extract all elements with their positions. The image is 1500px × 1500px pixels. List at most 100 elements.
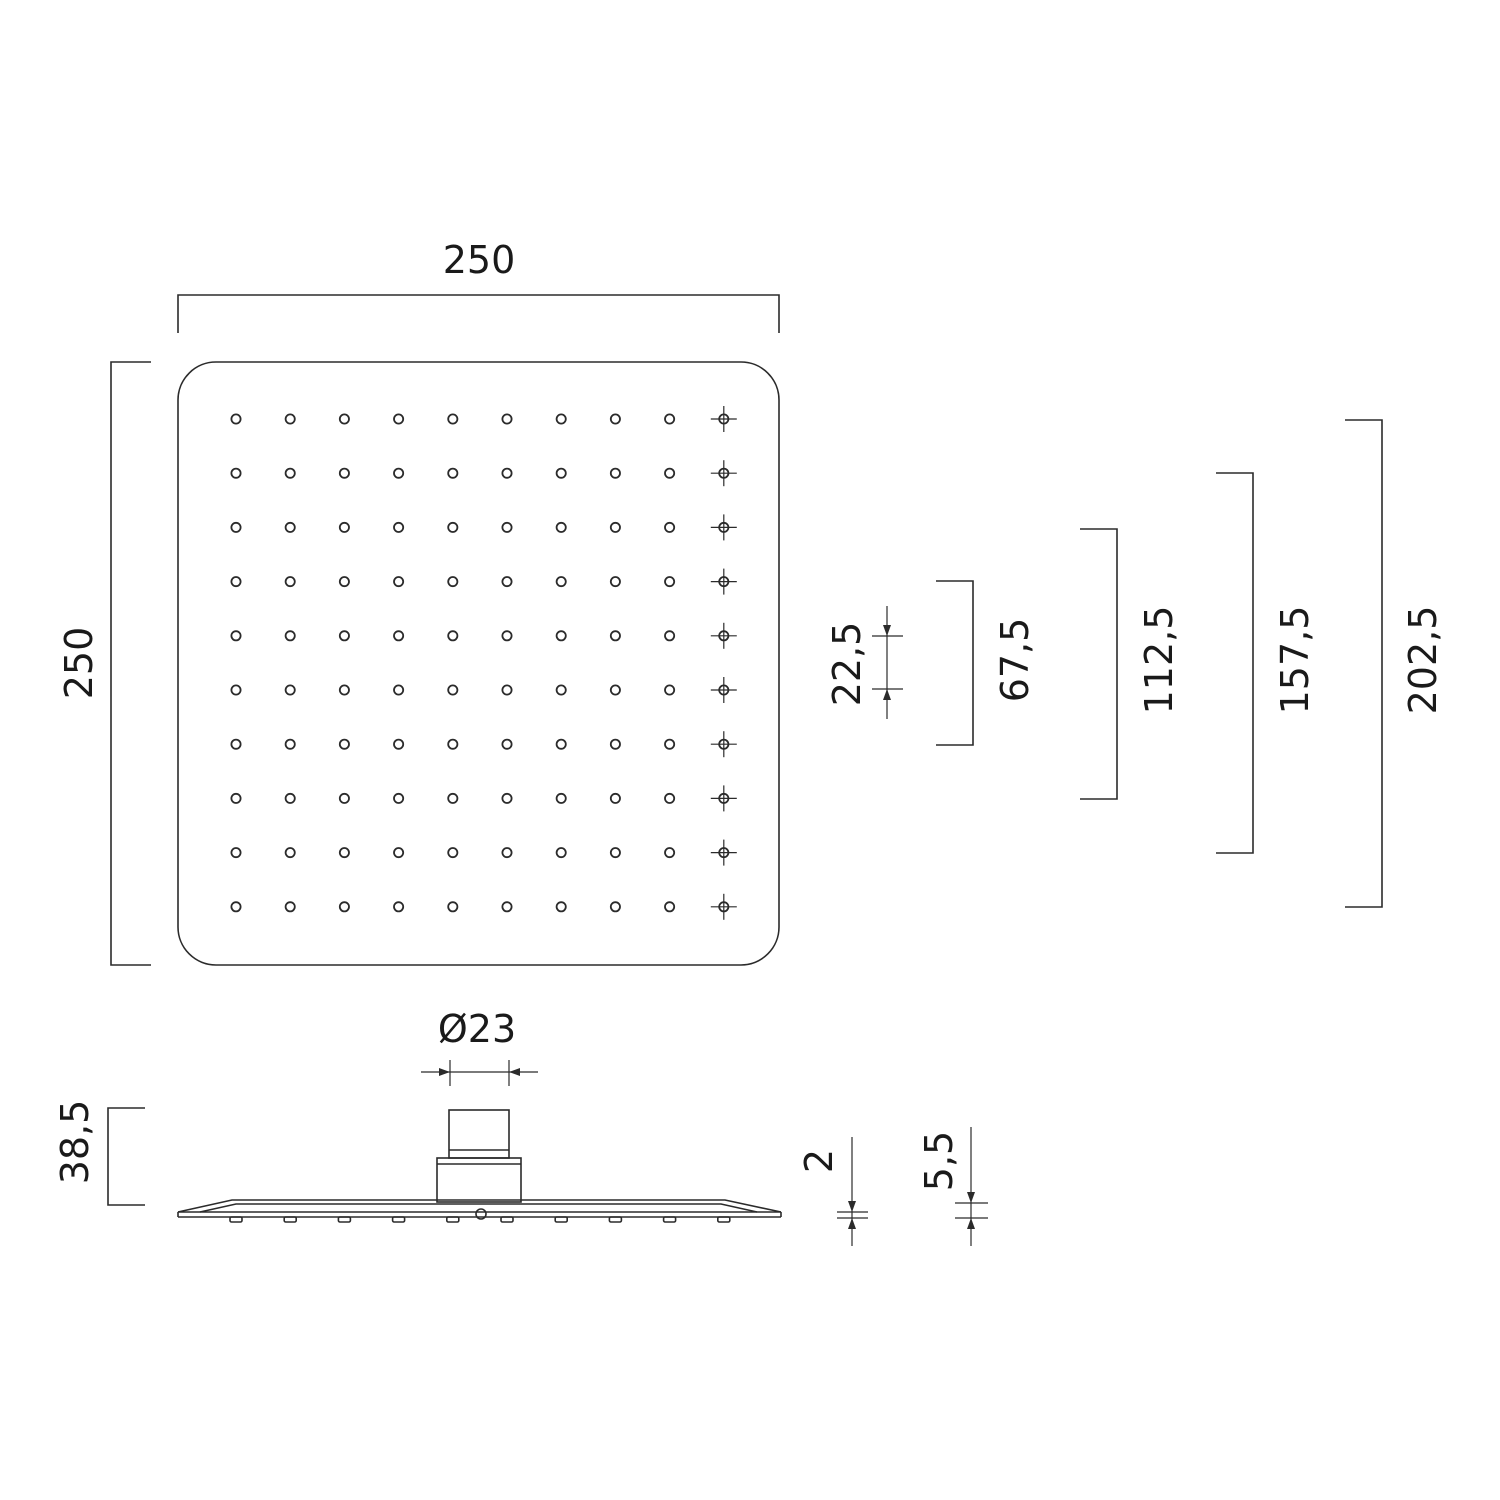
nozzle-hole [338, 413, 350, 425]
nozzle-hole [501, 792, 513, 804]
nozzle-hole [338, 847, 350, 859]
nozzle-hole [609, 792, 621, 804]
nozzle-hole [664, 684, 676, 696]
nozzle-hole [555, 413, 567, 425]
nozzle-profile [391, 1216, 406, 1223]
nozzle-height-label: 5,5 [917, 1131, 961, 1191]
nozzle-profile [500, 1216, 514, 1223]
nozzle-profile [608, 1216, 623, 1223]
plate-profile [177, 1199, 782, 1220]
nozzle-hole [664, 847, 676, 859]
nozzle-hole [284, 684, 296, 696]
nozzle-profile [337, 1216, 352, 1223]
nozzle-hole [230, 738, 242, 750]
nozzle-hole [555, 684, 567, 696]
nozzle-hole [664, 521, 676, 533]
nozzle-hole [501, 684, 513, 696]
nozzle-hole [447, 630, 459, 642]
nozzle-profile [445, 1216, 460, 1223]
width-label: 250 [443, 238, 516, 282]
nozzle-hole [230, 630, 242, 642]
nozzle-profile [229, 1216, 243, 1223]
pitch-label: 22,5 [825, 622, 869, 707]
nozzle-hole [609, 738, 621, 750]
nozzle-hole [555, 901, 567, 913]
nozzle-hole [447, 901, 459, 913]
nozzle-hole [230, 901, 242, 913]
nozzle-hole [284, 467, 296, 479]
nozzle-hole [664, 738, 676, 750]
plate-thickness-label: 2 [797, 1149, 841, 1173]
plate-thickness-dimension: 2 [797, 1137, 868, 1246]
nozzle-hole [338, 467, 350, 479]
span-4-dimension-line [1345, 419, 1383, 908]
nozzle-hole [664, 630, 676, 642]
nozzle-hole [609, 847, 621, 859]
nozzle-hole [501, 901, 513, 913]
nozzle-hole [338, 576, 350, 588]
nozzle-hole [501, 521, 513, 533]
nozzle-hole [284, 413, 296, 425]
nozzle-hole [338, 738, 350, 750]
nozzle-hole [338, 521, 350, 533]
width-dimension-line [177, 294, 780, 333]
nozzle-hole [338, 684, 350, 696]
nozzle-hole [230, 684, 242, 696]
nozzle-hole [447, 576, 459, 588]
nozzle-hole [338, 792, 350, 804]
nozzle-hole [664, 413, 676, 425]
nozzle-hole [501, 467, 513, 479]
nozzle-hole [555, 467, 567, 479]
nozzle-hole [555, 576, 567, 588]
nozzle-hole [664, 792, 676, 804]
nozzle-hole [447, 521, 459, 533]
nozzle-hole [664, 576, 676, 588]
nozzle-hole [447, 792, 459, 804]
nozzle-hole [284, 901, 296, 913]
nozzle-hole [230, 413, 242, 425]
nozzle-hole [609, 684, 621, 696]
nozzle-hole [555, 847, 567, 859]
nozzle-hole [501, 576, 513, 588]
nozzle-profile-row [229, 1216, 731, 1223]
nozzle-hole [447, 738, 459, 750]
nozzle-hole [284, 792, 296, 804]
nozzle-hole [555, 738, 567, 750]
span-2-label: 112,5 [1137, 606, 1181, 715]
total-height-label: 38,5 [53, 1100, 97, 1185]
span-4-label: 202,5 [1401, 606, 1445, 715]
nozzle-hole [501, 630, 513, 642]
nozzle-hole [393, 630, 405, 642]
height-dimension-line [110, 361, 151, 966]
nozzle-hole [393, 521, 405, 533]
nozzle-hole [393, 467, 405, 479]
nozzle-hole [284, 738, 296, 750]
nozzle-grid [230, 406, 737, 920]
nozzle-hole [609, 521, 621, 533]
nozzle-hole [338, 630, 350, 642]
top-view: 250 250 22,5 67,5 112,5 157,5 202,5 [57, 238, 1445, 966]
nozzle-hole [609, 630, 621, 642]
nozzle-hole [284, 576, 296, 588]
nozzle-hole [555, 792, 567, 804]
nozzle-hole [447, 847, 459, 859]
nozzle-hole [664, 467, 676, 479]
nozzle-hole [393, 684, 405, 696]
nozzle-hole [447, 413, 459, 425]
nozzle-hole [609, 467, 621, 479]
nozzle-hole [501, 413, 513, 425]
nozzle-hole [230, 576, 242, 588]
nozzle-hole [230, 521, 242, 533]
nozzle-hole [447, 467, 459, 479]
nozzle-height-dimension: 5,5 [917, 1127, 988, 1246]
nozzle-hole [609, 576, 621, 588]
nozzle-hole [393, 847, 405, 859]
nozzle-hole [393, 576, 405, 588]
nozzle-profile [283, 1216, 298, 1223]
diameter-label: Ø23 [438, 1007, 516, 1051]
nozzle-hole [393, 413, 405, 425]
nozzle-hole [230, 847, 242, 859]
nozzle-hole [284, 847, 296, 859]
nozzle-hole [393, 792, 405, 804]
